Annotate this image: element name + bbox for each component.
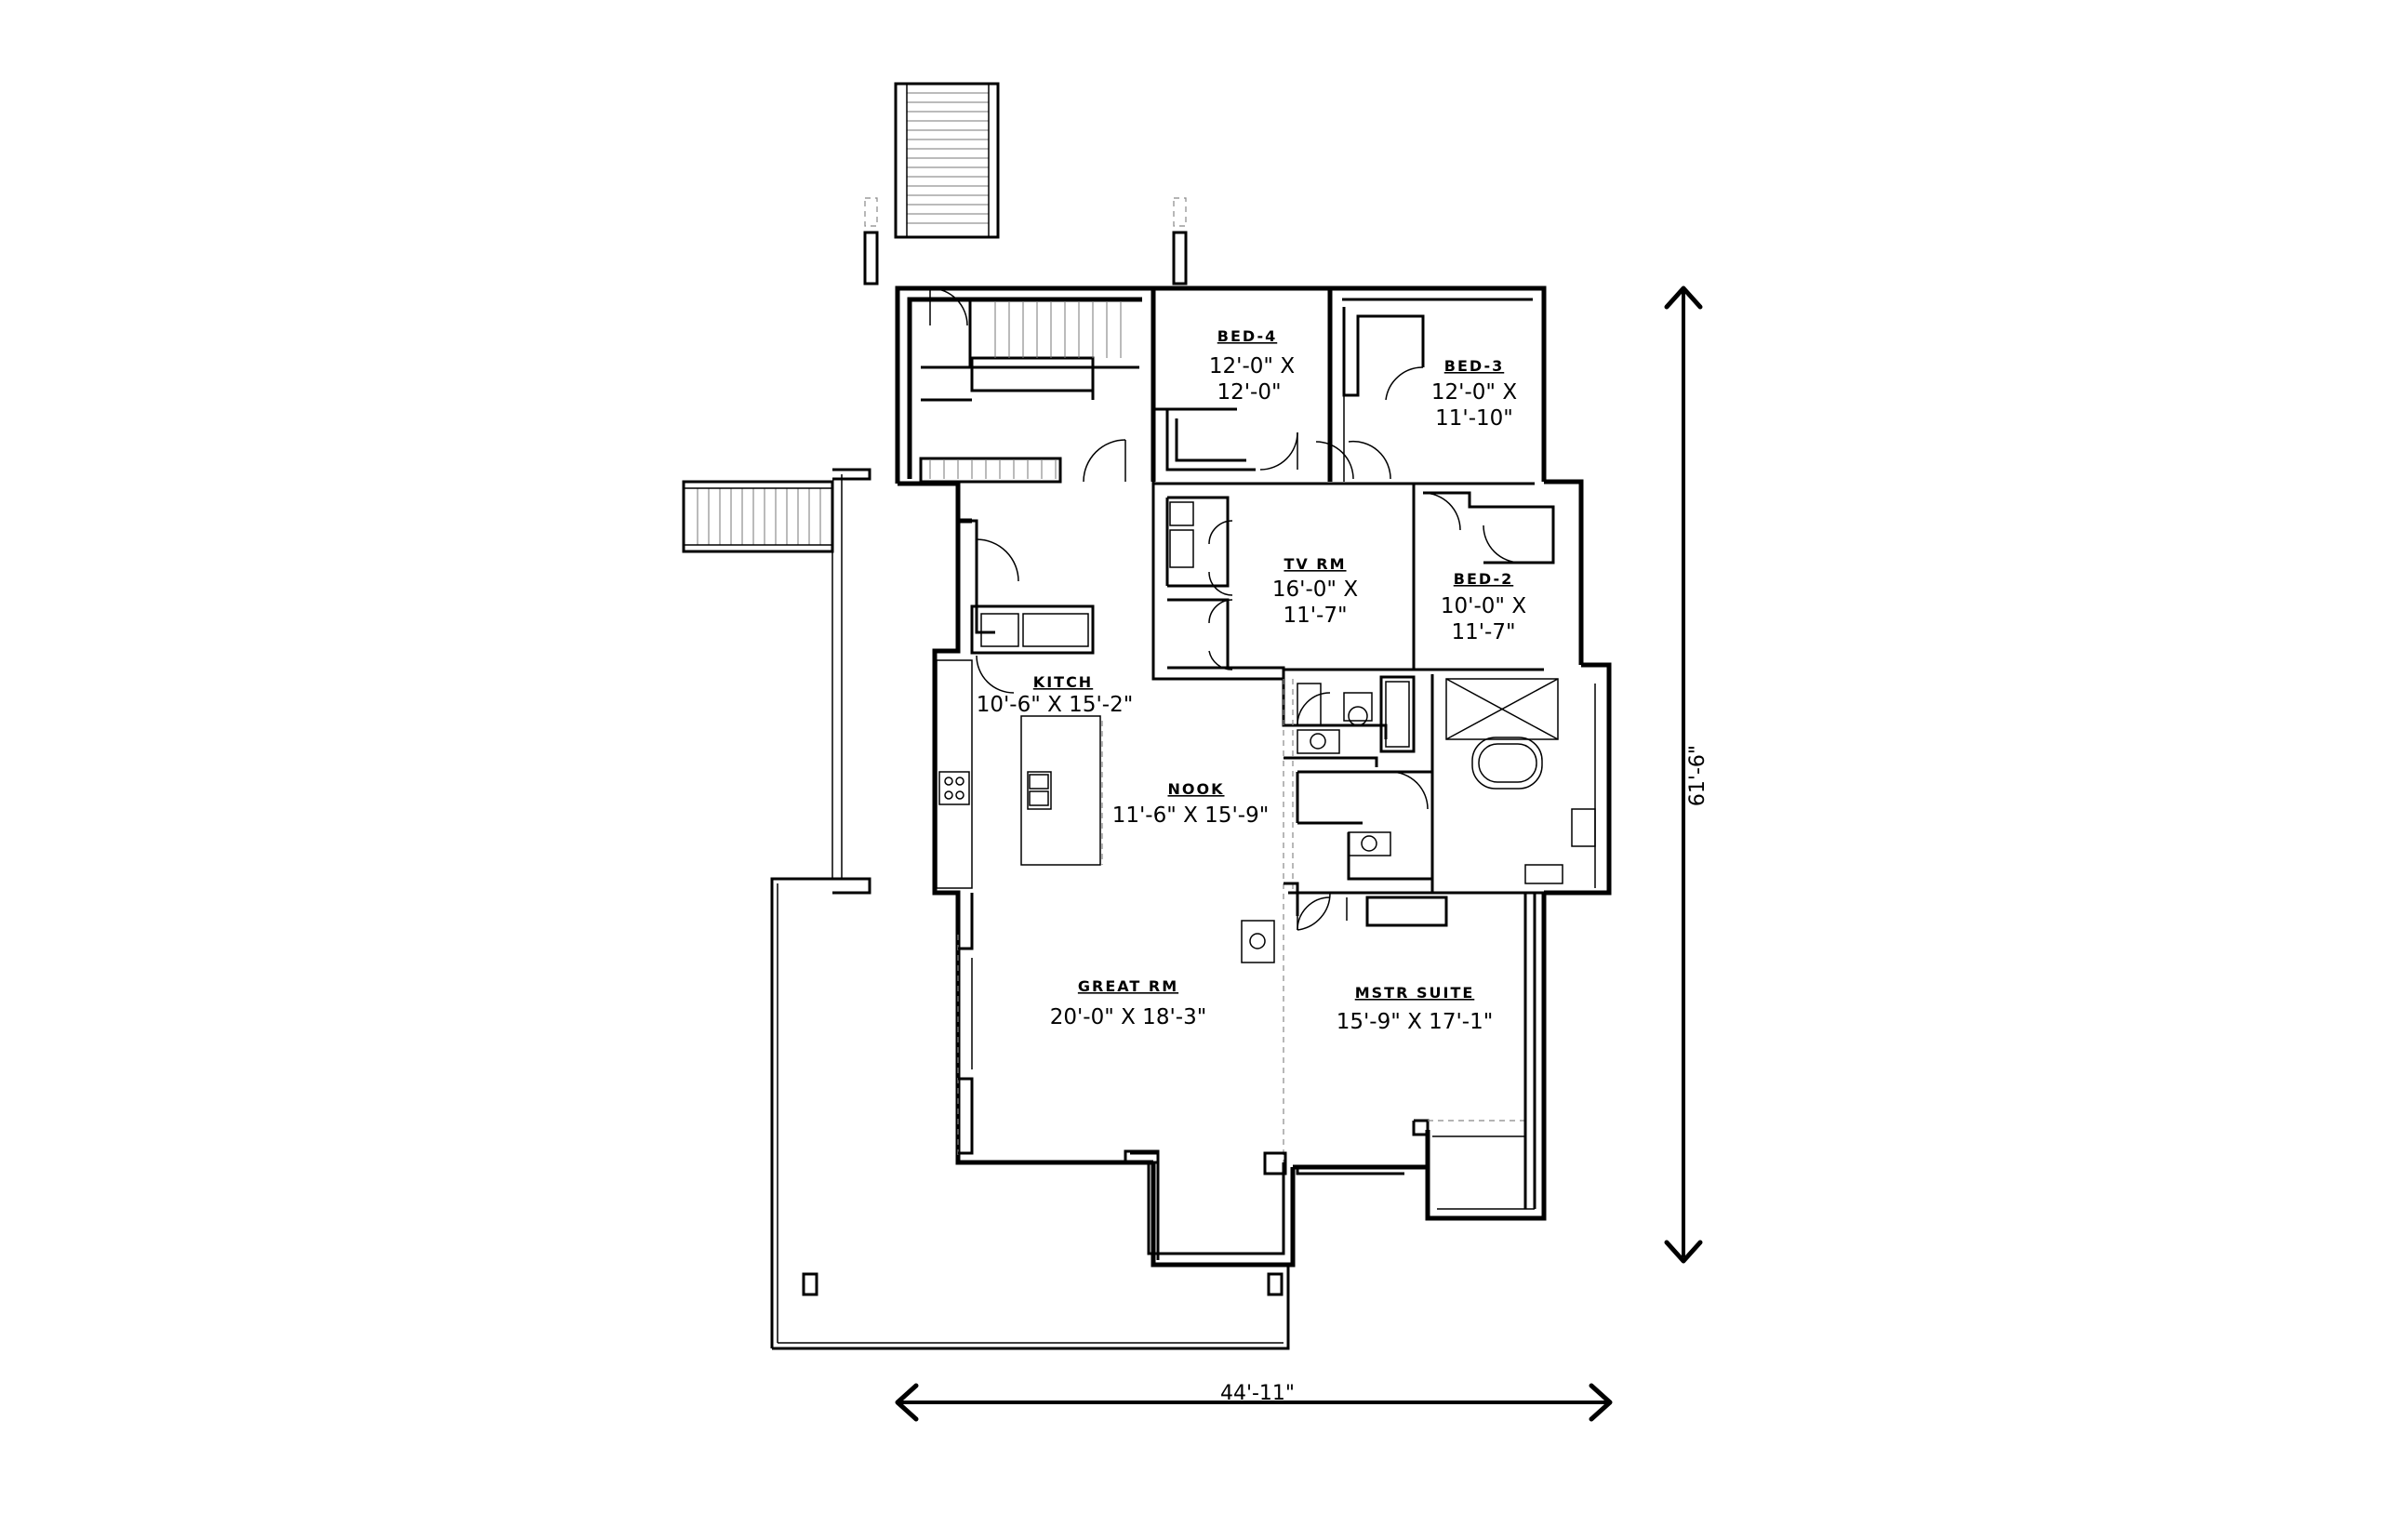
- rear-deck: [770, 468, 1290, 1350]
- room-title-master: MSTR SUITE: [1355, 984, 1475, 1002]
- room-size-bed4-line2: 12'-0": [1217, 380, 1281, 405]
- room-size-bed2-line2: 11'-7": [1451, 620, 1515, 644]
- room-size-kitch: 10'-6" X 15'-2": [977, 693, 1134, 717]
- room-size-nook: 11'-6" X 15'-9": [1112, 803, 1270, 828]
- room-title-kitch: KITCH: [1033, 673, 1093, 691]
- overall-width-label: 44'-11": [1220, 1382, 1295, 1405]
- room-size-bed3-line1: 12'-0" X: [1431, 380, 1517, 405]
- post-dashed: [1173, 197, 1187, 227]
- room-size-master: 15'-9" X 17'-1": [1337, 1010, 1494, 1034]
- room-title-bed4: BED-4: [1217, 327, 1277, 345]
- room-size-great: 20'-0" X 18'-3": [1050, 1005, 1207, 1029]
- room-size-bed3-line2: 11'-10": [1435, 406, 1513, 431]
- room-title-bed2: BED-2: [1454, 570, 1513, 588]
- room-size-bed4-line1: 12'-0" X: [1209, 354, 1295, 378]
- room-title-tvrm: TV RM: [1284, 555, 1346, 573]
- room-title-great: GREAT RM: [1078, 977, 1178, 995]
- post: [1172, 231, 1188, 285]
- room-size-bed2-line1: 10'-0" X: [1441, 594, 1526, 618]
- room-title-bed3: BED-3: [1444, 357, 1504, 375]
- post: [863, 231, 879, 285]
- north-stair: [894, 82, 1000, 239]
- depth-dimension: [1664, 285, 1703, 1264]
- west-stair: [682, 480, 834, 553]
- width-dimension: [895, 1383, 1613, 1422]
- overall-depth-label: 61'-6": [1686, 745, 1709, 806]
- exterior-walls: [895, 285, 1612, 1268]
- interior-walls: [919, 287, 1596, 1260]
- room-title-nook: NOOK: [1168, 780, 1225, 798]
- room-size-tvrm-line1: 16'-0" X: [1272, 578, 1358, 602]
- post-dashed: [864, 197, 878, 227]
- room-size-tvrm-line2: 11'-7": [1283, 604, 1347, 628]
